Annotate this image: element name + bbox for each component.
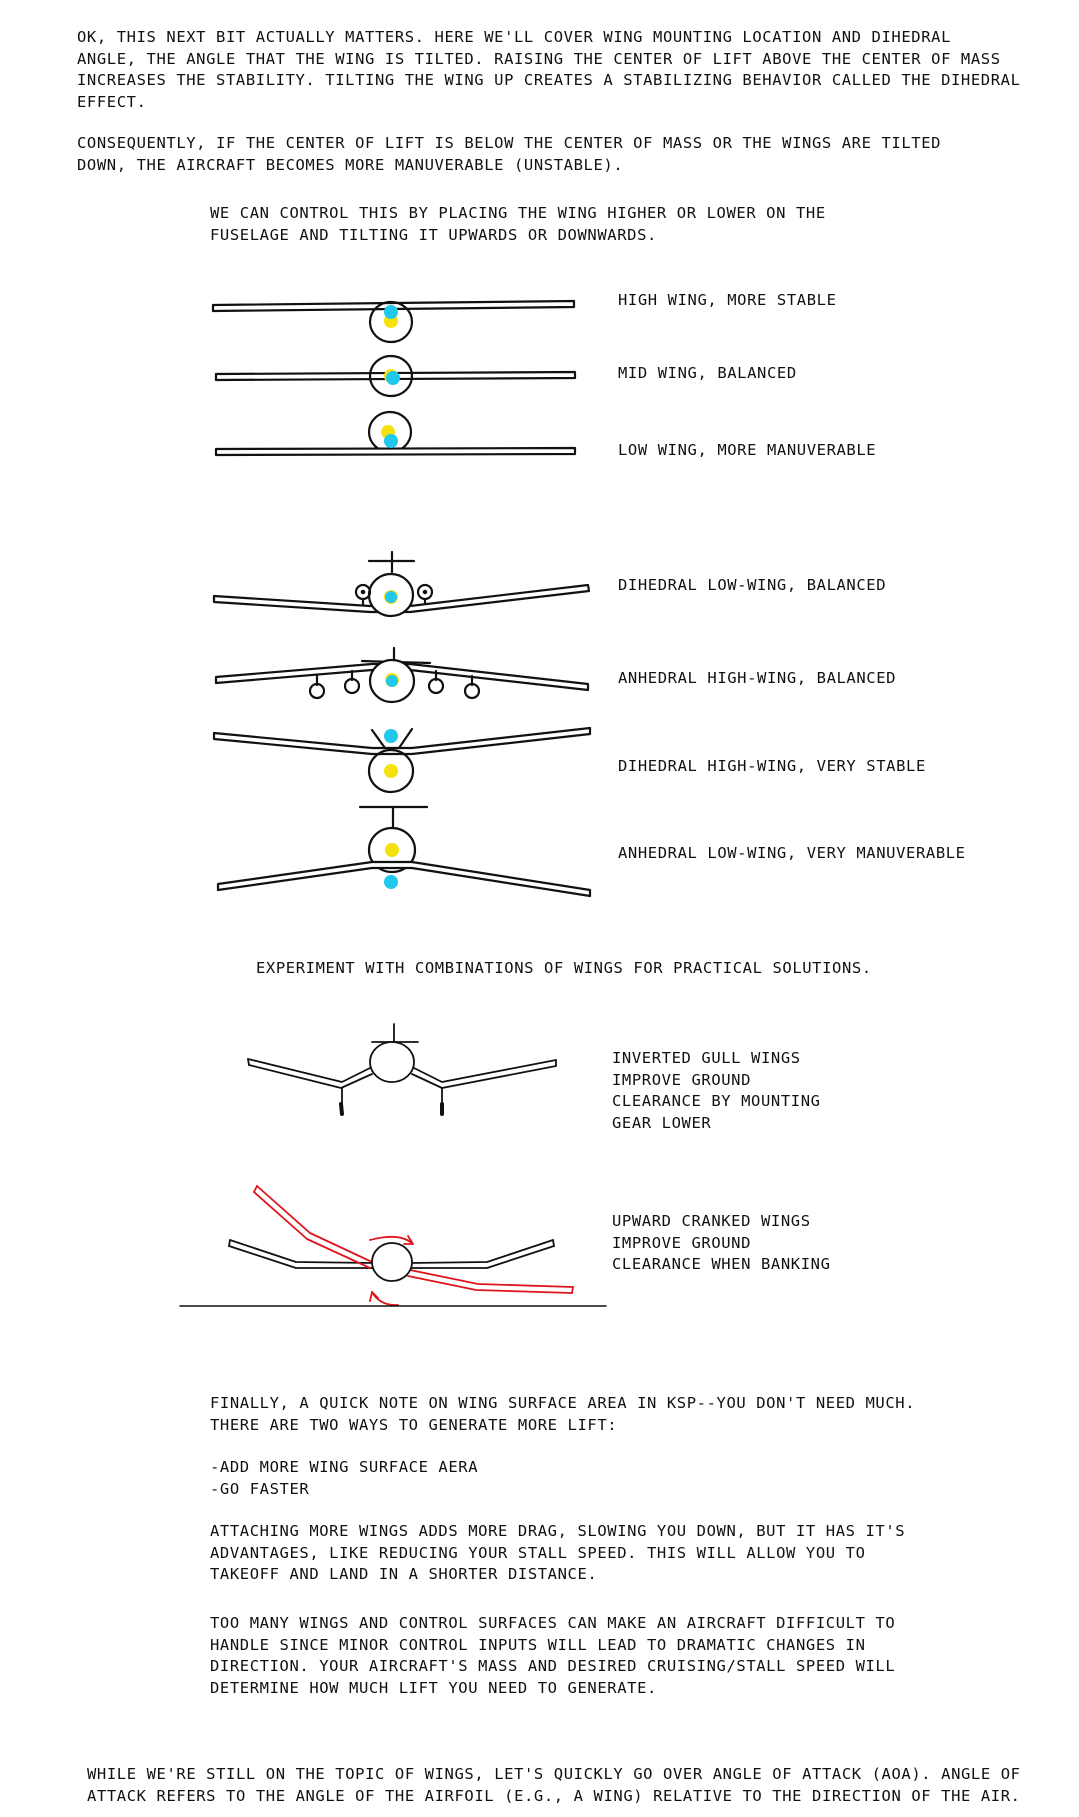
aoa-paragraph: While we're still on the topic of wings,… <box>87 1765 1021 1805</box>
dihedral-low-wing-aircraft <box>212 550 591 618</box>
label-mid-wing: Mid wing, balanced <box>618 364 797 382</box>
label-inverted-gull: Inverted gull wings improve ground clear… <box>612 1049 821 1132</box>
banking-wing-outline <box>253 1185 574 1306</box>
rotate-arrow-top <box>369 1235 414 1245</box>
center-of-mass-dot <box>384 764 398 778</box>
center-of-lift-dot <box>386 675 398 687</box>
low-wing-aircraft <box>214 410 577 457</box>
intro-paragraph-1: Ok, this next bit actually matters. Here… <box>77 28 1021 111</box>
experiment-heading: Experiment with combinations of wings fo… <box>256 959 872 977</box>
center-of-lift-dot <box>384 305 398 319</box>
label-anhedral-high-wing: Anhedral high-wing, balanced <box>618 669 897 687</box>
center-of-lift-dot <box>386 371 400 385</box>
label-dihedral-high-wing: Dihedral high-wing, very stable <box>618 757 926 775</box>
intro-paragraph-2: Consequently, if the center of lift is b… <box>77 134 942 174</box>
label-high-wing: High wing, more stable <box>618 291 837 309</box>
finally-list: -add more wing surface aera -go faster <box>210 1458 479 1498</box>
mid-wing-aircraft <box>214 354 577 398</box>
center-of-lift-dot <box>385 591 397 603</box>
label-anhedral-low-wing: Anhedral low-wing, very manuverable <box>618 844 966 862</box>
high-wing-aircraft <box>211 299 576 344</box>
intro-paragraph-3: We can control this by placing the wing … <box>210 204 826 244</box>
label-dihedral-low-wing: Dihedral low-wing, balanced <box>618 576 887 594</box>
upward-cranked-wing-aircraft <box>228 1239 555 1269</box>
center-of-lift-dot <box>384 434 398 448</box>
finally-paragraph-2: Attaching more wings adds more drag, slo… <box>210 1522 906 1583</box>
finally-paragraph-3: Too many wings and control surfaces can … <box>210 1614 896 1697</box>
label-low-wing: Low wing, more manuverable <box>618 441 877 459</box>
rotate-arrow-bottom <box>371 1291 399 1306</box>
label-upward-cranked: Upward cranked wings improve ground clea… <box>612 1212 831 1273</box>
finally-paragraph-1: Finally, a quick note on wing surface ar… <box>210 1394 916 1434</box>
center-of-lift-dot <box>384 729 398 743</box>
inverted-gull-wing-aircraft <box>247 1023 557 1116</box>
center-of-lift-dot <box>384 875 398 889</box>
center-of-mass-dot <box>385 843 399 857</box>
anhedral-low-wing-aircraft <box>216 805 592 898</box>
anhedral-high-wing-aircraft <box>214 646 590 704</box>
dihedral-high-wing-aircraft <box>212 726 592 794</box>
